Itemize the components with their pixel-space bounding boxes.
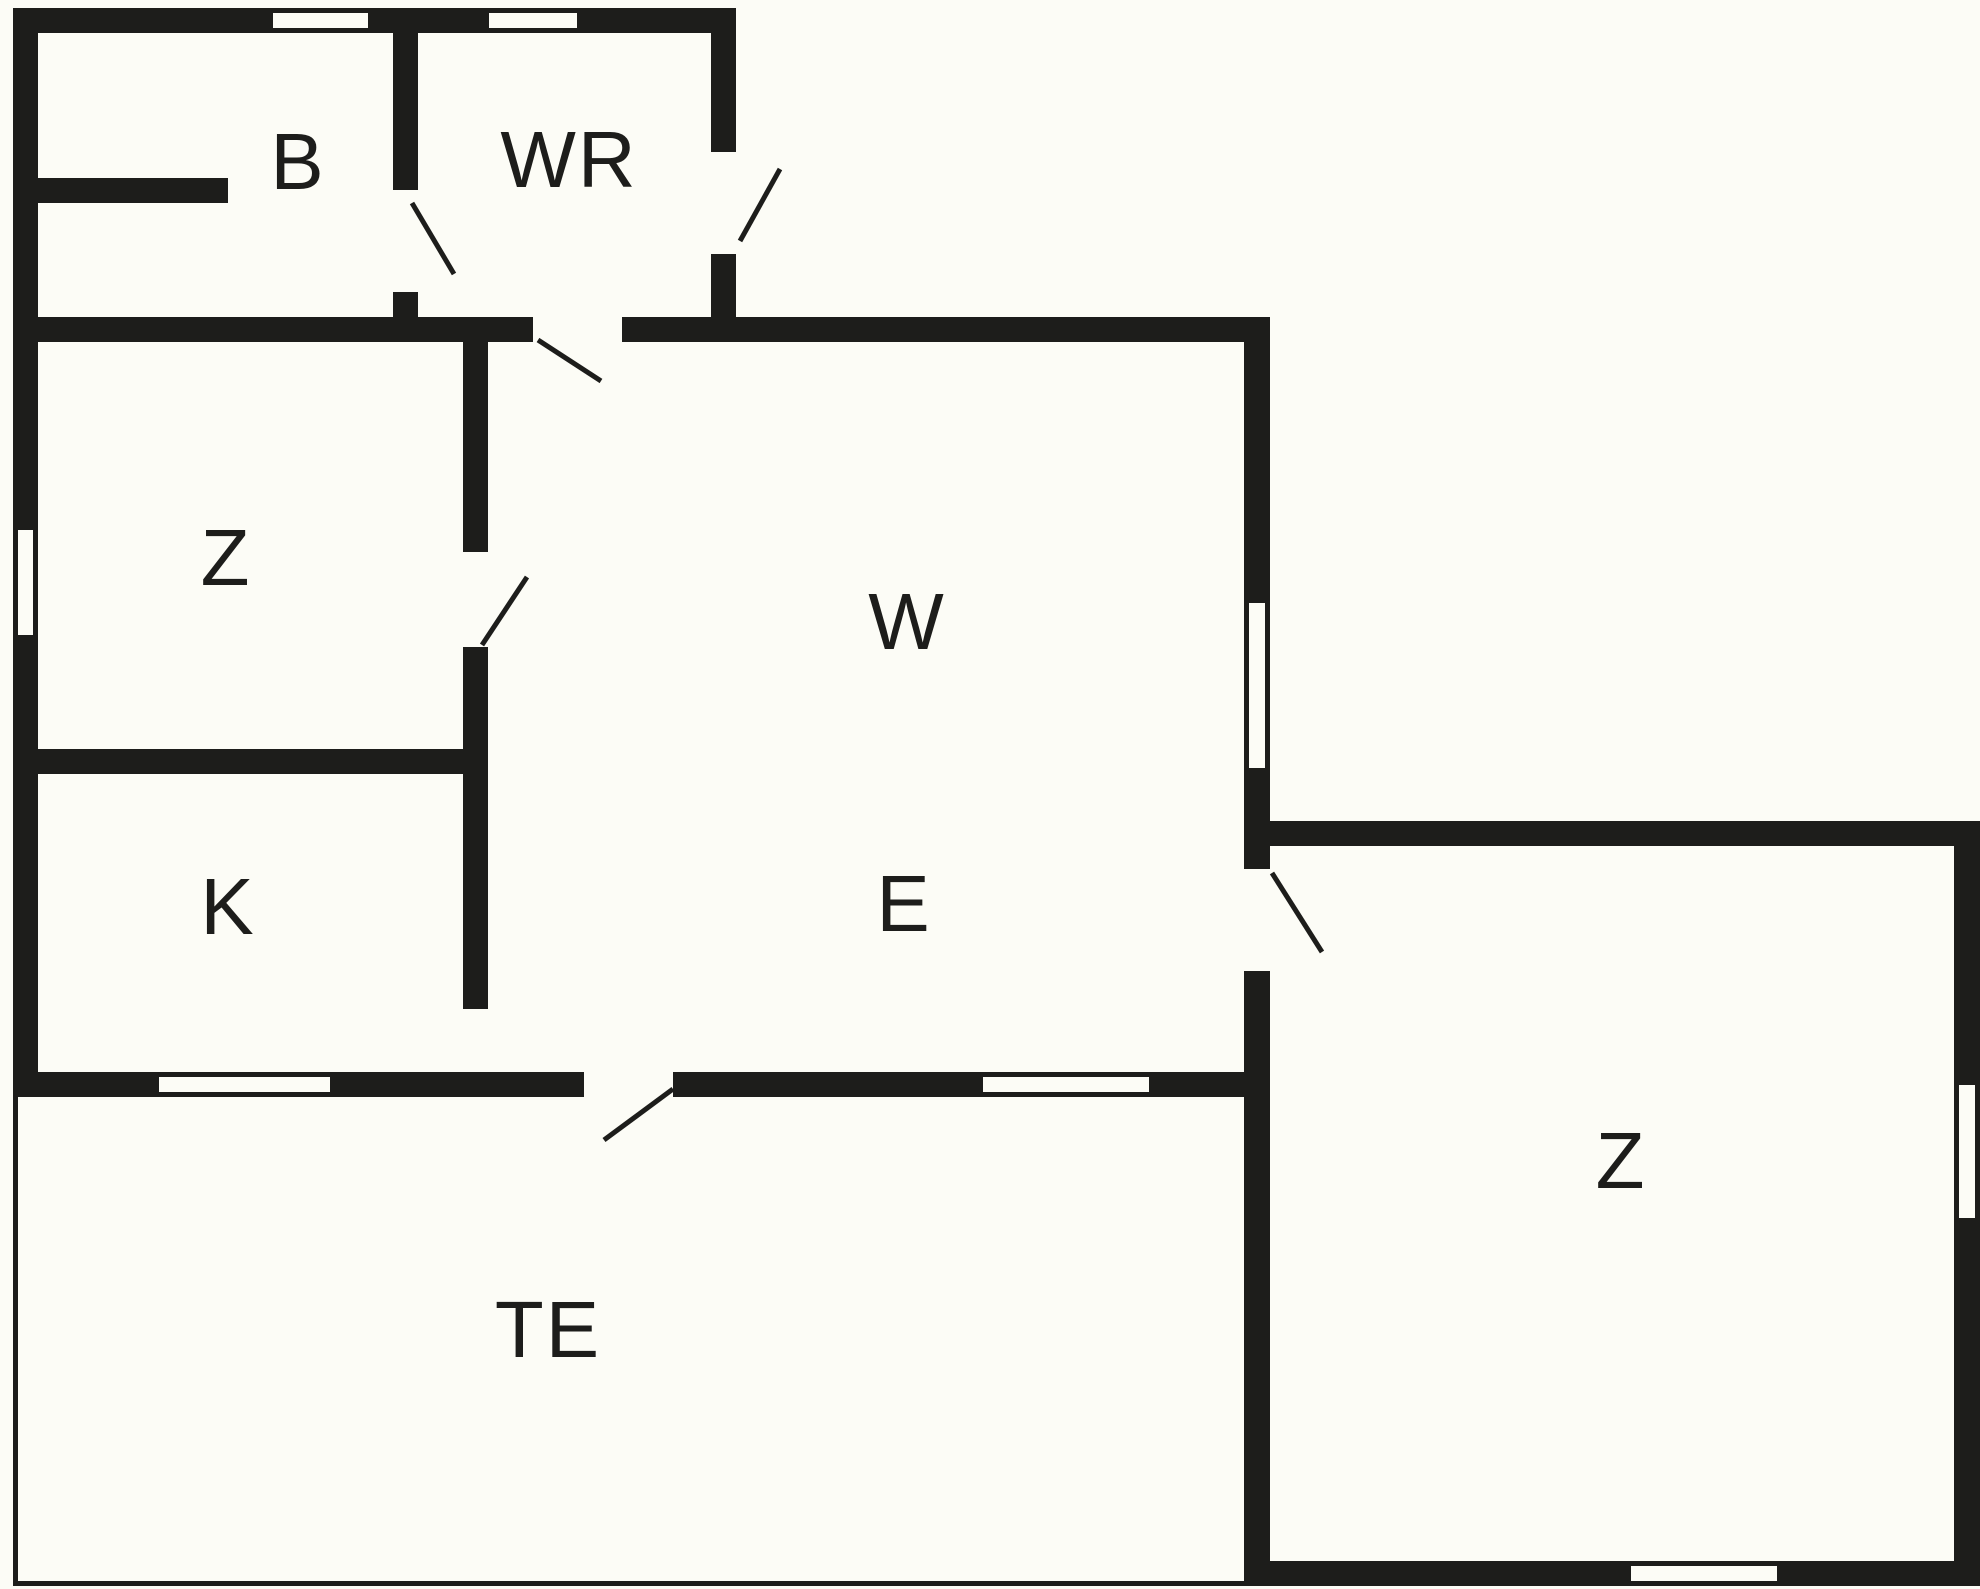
room-label-z-top: Z bbox=[200, 513, 252, 602]
room-label-e: E bbox=[876, 859, 932, 948]
terrace-left-line bbox=[13, 1097, 18, 1586]
room-label-w: W bbox=[868, 577, 946, 666]
wall-z-w-upper bbox=[463, 342, 488, 552]
wall-bottom-d bbox=[1149, 1072, 1257, 1097]
wall-mid-horizontal-left bbox=[13, 317, 533, 342]
wall-b-wr-divider-lower bbox=[393, 292, 418, 317]
room-label-z-right: Z bbox=[1595, 1116, 1647, 1205]
wall-z-k-divider bbox=[13, 749, 476, 774]
window-zright-bottom bbox=[1631, 1561, 1777, 1586]
room-label-wr: WR bbox=[500, 115, 638, 204]
door-swing-b-wr bbox=[409, 201, 457, 276]
room-label-b: B bbox=[270, 117, 326, 206]
terrace-bottom-line bbox=[13, 1581, 1244, 1586]
room-label-te: TE bbox=[494, 1285, 602, 1374]
door-swing-e-z bbox=[1269, 871, 1325, 954]
door-swing-z-w bbox=[479, 575, 530, 647]
room-label-k: K bbox=[200, 862, 256, 951]
wall-zright-left bbox=[1244, 1085, 1270, 1586]
window-left-z bbox=[13, 530, 38, 635]
wall-mid-horizontal-right bbox=[622, 317, 1270, 342]
window-w-right bbox=[1244, 603, 1270, 768]
wall-zright-bottom-a bbox=[1257, 1561, 1631, 1586]
wall-b-wr-divider-upper bbox=[393, 33, 418, 190]
wall-zright-bottom-b bbox=[1777, 1561, 1980, 1586]
wall-z-w-lower bbox=[463, 647, 488, 1009]
window-bottom-k bbox=[159, 1072, 330, 1097]
window-top-1 bbox=[273, 8, 368, 33]
wall-b-halfwall bbox=[13, 178, 228, 203]
wall-we-right-b bbox=[1244, 768, 1270, 869]
wall-bottom-a bbox=[13, 1072, 159, 1097]
wall-zright-top bbox=[1257, 821, 1980, 846]
wall-wr-right-upper bbox=[711, 8, 736, 152]
door-swing-wr-w bbox=[536, 337, 603, 384]
wall-we-right-c bbox=[1244, 971, 1270, 1085]
wall-bottom-c bbox=[673, 1072, 983, 1097]
wall-outer-top bbox=[13, 8, 736, 33]
window-bottom-e bbox=[983, 1072, 1149, 1097]
window-zright-right bbox=[1954, 1085, 1980, 1218]
wall-we-right-a bbox=[1244, 317, 1270, 603]
door-swing-e-te bbox=[602, 1086, 675, 1143]
wall-zright-right-lower bbox=[1954, 1218, 1980, 1586]
door-swing-wr-exterior bbox=[737, 167, 783, 243]
wall-zright-right-upper bbox=[1954, 821, 1980, 1085]
wall-bottom-b bbox=[330, 1072, 584, 1097]
window-top-2 bbox=[489, 8, 577, 33]
